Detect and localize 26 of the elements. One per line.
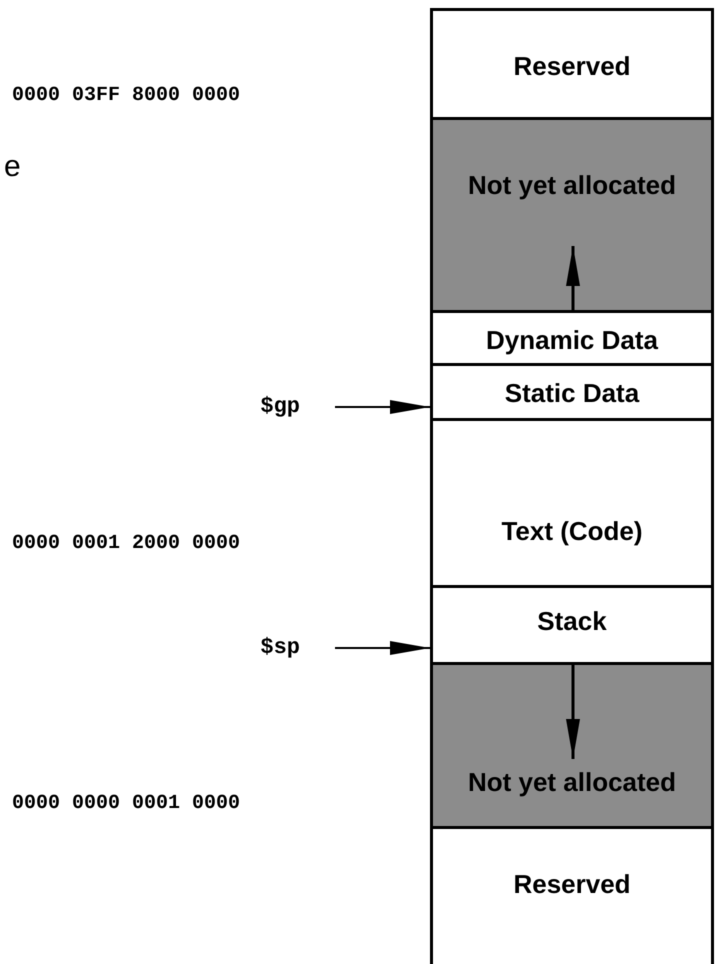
memory-segment [430,310,714,366]
arrow [335,641,430,655]
memory-segment [430,585,714,665]
unallocated-segment [430,117,714,313]
segment-label: Not yet allocated [468,170,676,201]
memory-segment [430,8,714,120]
segment-label: Static Data [504,378,640,409]
segment-label: Reserved [513,51,631,82]
memory-segment [430,418,714,588]
arrow [566,664,580,759]
address-label: 0000 03FF 8000 0000 [12,84,240,107]
arrow [566,246,580,311]
segment-label: Text (Code) [501,516,643,547]
text-fragment: e [4,150,21,184]
segment-label: Reserved [513,869,631,900]
register-label: $gp [200,392,300,422]
register-label: $sp [200,633,300,663]
unallocated-segment [430,662,714,829]
segment-label: Dynamic Data [486,325,658,356]
address-label: 0000 0001 2000 0000 [12,532,240,555]
segment-label: Stack [537,606,607,637]
segment-label: Not yet allocated [468,767,676,798]
memory-segment [430,363,714,421]
address-label: 0000 0000 0001 0000 [12,792,240,815]
memory-segment [430,826,714,964]
arrow [335,400,430,414]
